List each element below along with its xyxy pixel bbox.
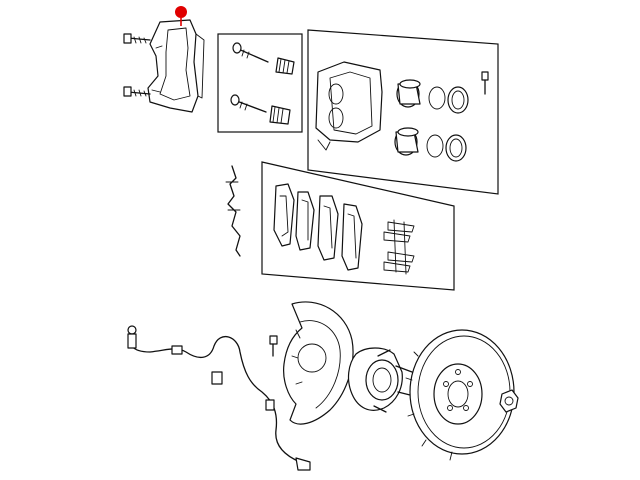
caliper-piston-lower[interactable] [394, 127, 419, 156]
wheel-hub-bearing[interactable] [347, 347, 415, 413]
sensor-bolt[interactable] [269, 335, 278, 357]
guide-pin-boot-lower[interactable] [269, 105, 291, 125]
piston-dust-boot-upper[interactable] [447, 86, 469, 114]
brake-splash-shield[interactable] [283, 301, 354, 425]
caliper-mounting-bracket[interactable] [147, 19, 205, 113]
caliper-kit-box [307, 29, 499, 195]
wheel-speed-sensor-harness[interactable] [127, 325, 311, 471]
pad-hardware-clips[interactable] [383, 219, 415, 275]
brake-rotor[interactable] [405, 329, 515, 461]
caliper-housing[interactable] [315, 61, 383, 151]
hub-nut[interactable] [499, 389, 519, 413]
callout-marker[interactable] [175, 6, 187, 26]
guide-pin-upper[interactable] [232, 42, 269, 63]
bracket-bolt-upper[interactable] [123, 33, 151, 44]
piston-seal-lower[interactable] [426, 134, 444, 158]
brake-pad-inner-2[interactable] [341, 203, 363, 271]
piston-dust-boot-lower[interactable] [445, 134, 467, 162]
brake-pad-inner-1[interactable] [295, 191, 315, 251]
bleeder-screw[interactable] [481, 71, 489, 95]
piston-seal-upper[interactable] [428, 86, 446, 110]
guide-pin-kit-box [217, 33, 303, 133]
guide-pin-lower[interactable] [230, 94, 267, 113]
guide-pin-boot-upper[interactable] [275, 57, 295, 75]
bracket-bolt-lower[interactable] [123, 86, 151, 97]
caliper-piston-upper[interactable] [396, 79, 421, 108]
brake-pad-kit-box [261, 161, 455, 291]
pad-wear-clip[interactable] [225, 165, 241, 257]
brake-pad-outer-2[interactable] [317, 195, 339, 261]
brake-pad-outer-1[interactable] [273, 183, 295, 247]
